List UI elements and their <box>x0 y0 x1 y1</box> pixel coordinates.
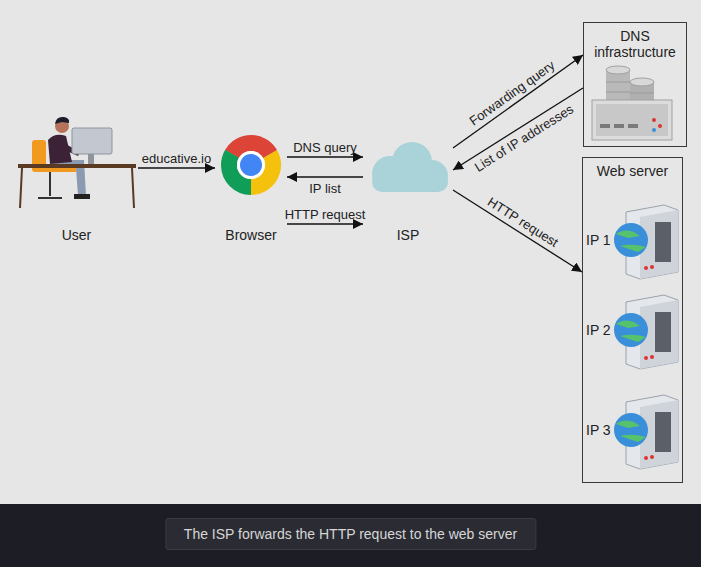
web-server-icon <box>655 222 671 262</box>
node-label: IP 1 <box>586 232 611 248</box>
user-illustration <box>132 168 134 208</box>
dns-server-icon <box>652 128 656 132</box>
dns-box: DNS infrastructure <box>583 22 687 147</box>
web-server-icon <box>614 205 678 279</box>
isp-node: ISP <box>363 140 453 245</box>
isp-cloud <box>372 142 448 192</box>
server-node: IP 2 <box>584 294 680 366</box>
browser-logo <box>237 151 265 179</box>
dns-server-icon <box>606 92 630 93</box>
server-group-box: Web server IP 1 IP 2 IP 3 <box>582 157 683 483</box>
arrow-connector <box>453 190 582 272</box>
edge-label: IP list <box>309 180 341 195</box>
web-server-icon <box>655 312 671 352</box>
edge-label-holder: DNS query <box>293 139 357 154</box>
web-server-icon <box>650 265 654 269</box>
node-label: IP 3 <box>586 422 611 438</box>
user-node: User <box>15 112 138 245</box>
edge-label: DNS query <box>293 139 357 154</box>
user-illustration <box>74 194 90 199</box>
edge-label: HTTP request <box>285 206 366 221</box>
web-server-icon <box>644 456 648 460</box>
arrow-connector <box>287 156 363 157</box>
caption-text: The ISP forwards the HTTP request to the… <box>184 526 517 542</box>
dns-server-icon <box>630 93 654 94</box>
dns-server-icon <box>600 124 610 128</box>
browser-logo <box>240 154 262 176</box>
web-server-icon <box>644 266 648 270</box>
edge-label-holder: HTTP request <box>485 194 561 250</box>
caption-box: The ISP forwards the HTTP request to the… <box>165 518 536 550</box>
edge-label: educative.io <box>142 150 211 165</box>
dns-server-icon <box>628 124 638 128</box>
dns-server-icon <box>596 104 668 136</box>
browser-logo <box>221 135 281 195</box>
web-server-icon <box>616 420 640 428</box>
web-server-icon <box>650 455 654 459</box>
arrow-connector <box>287 176 363 177</box>
node-label: ISP <box>397 227 420 243</box>
web-server-icon <box>616 230 640 238</box>
node-label: DNS infrastructure <box>584 28 686 60</box>
user-illustration <box>88 154 94 164</box>
node-label: Browser <box>225 227 276 243</box>
server-node: IP 1 <box>584 204 680 276</box>
browser-node: Browser <box>215 133 287 245</box>
edge-label-holder: IP list <box>309 180 341 195</box>
dns-server-icon <box>658 124 662 128</box>
dns-server-icon <box>652 118 656 122</box>
dns-server-icon <box>606 70 630 102</box>
browser-logo <box>229 143 273 187</box>
user-illustration <box>55 117 69 124</box>
browser-logo <box>221 135 281 195</box>
user-illustration <box>18 164 136 168</box>
edge-label-holder: HTTP request <box>285 206 366 221</box>
edge-label-holder: educative.io <box>142 150 211 165</box>
dns-server-icon <box>606 82 630 83</box>
web-server-icon <box>644 356 648 360</box>
user-illustration <box>72 128 112 154</box>
web-server-icon <box>650 355 654 359</box>
arrow-connector <box>287 223 363 224</box>
isp-cloud <box>372 172 448 192</box>
dns-server-icon <box>606 66 630 74</box>
web-server-icon <box>620 335 646 342</box>
dns-server-icon <box>592 66 672 140</box>
web-server-icon <box>655 412 671 452</box>
node-label: IP 2 <box>586 322 611 338</box>
browser-logo <box>221 135 281 195</box>
node-label: Web server <box>597 163 668 179</box>
web-server-icon <box>614 395 678 469</box>
user-illustration <box>20 168 22 208</box>
node-label: User <box>62 227 92 243</box>
edge-label: HTTP request <box>485 194 561 250</box>
web-server-icon <box>614 295 678 369</box>
web-server-icon <box>614 313 648 347</box>
user-illustration <box>38 197 62 199</box>
web-server-icon <box>614 223 648 257</box>
web-server-icon <box>616 320 640 328</box>
arrow-connector <box>138 167 215 168</box>
dns-server-icon <box>614 124 624 128</box>
server-node: IP 3 <box>584 394 680 466</box>
web-server-icon <box>620 435 646 442</box>
dns-server-icon <box>592 100 672 140</box>
arrow-connector <box>453 88 583 170</box>
web-server-icon <box>614 413 648 447</box>
web-server-icon <box>620 245 646 252</box>
user-illustration <box>18 117 136 208</box>
caption-bar: The ISP forwards the HTTP request to the… <box>0 504 701 567</box>
dns-server-icon <box>630 78 654 86</box>
user-illustration <box>49 172 51 196</box>
